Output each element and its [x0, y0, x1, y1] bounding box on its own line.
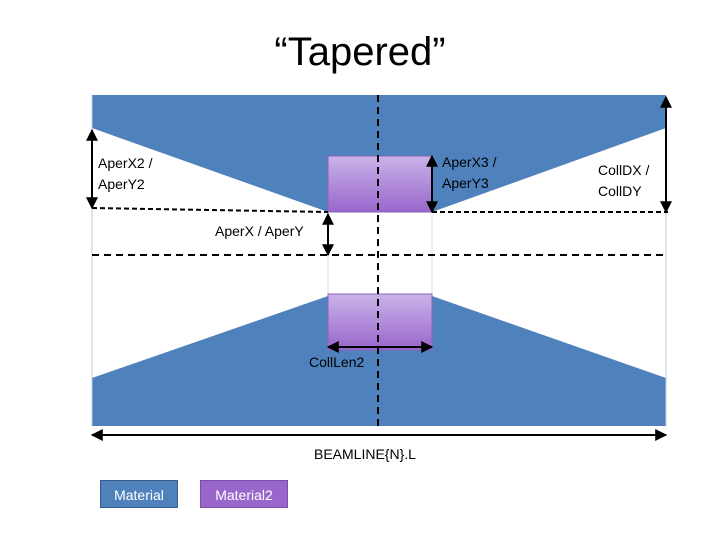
aper-x3-y3-label-line2: AperY3 [442, 175, 489, 191]
legend-material: Material [100, 480, 178, 508]
aper-x2-y2-label-line2: AperY2 [98, 176, 145, 192]
material2-lower-block [327, 293, 433, 351]
aper-x2-y2-label-line1: AperX2 / [98, 155, 153, 171]
beamline-length-label: BEAMLINE{N}.L [314, 446, 416, 462]
aper-reference-line-left [91, 207, 329, 213]
aper-x3-y3-label-line1: AperX3 / [442, 154, 497, 170]
slide-title: “Tapered” [274, 30, 446, 74]
material-upper-region [92, 95, 666, 212]
coll-len2-label: CollLen2 [309, 354, 364, 370]
legend-material2-label: Material2 [215, 487, 273, 503]
legend-material-label: Material [114, 487, 164, 503]
coll-dx-dy-label-line1: CollDX / [598, 162, 649, 178]
material2-upper-block [327, 155, 433, 213]
coll-dx-dy-label-line2: CollDY [598, 183, 642, 199]
aper-x-y-label: AperX / AperY [215, 223, 304, 239]
legend-material2: Material2 [200, 480, 288, 508]
